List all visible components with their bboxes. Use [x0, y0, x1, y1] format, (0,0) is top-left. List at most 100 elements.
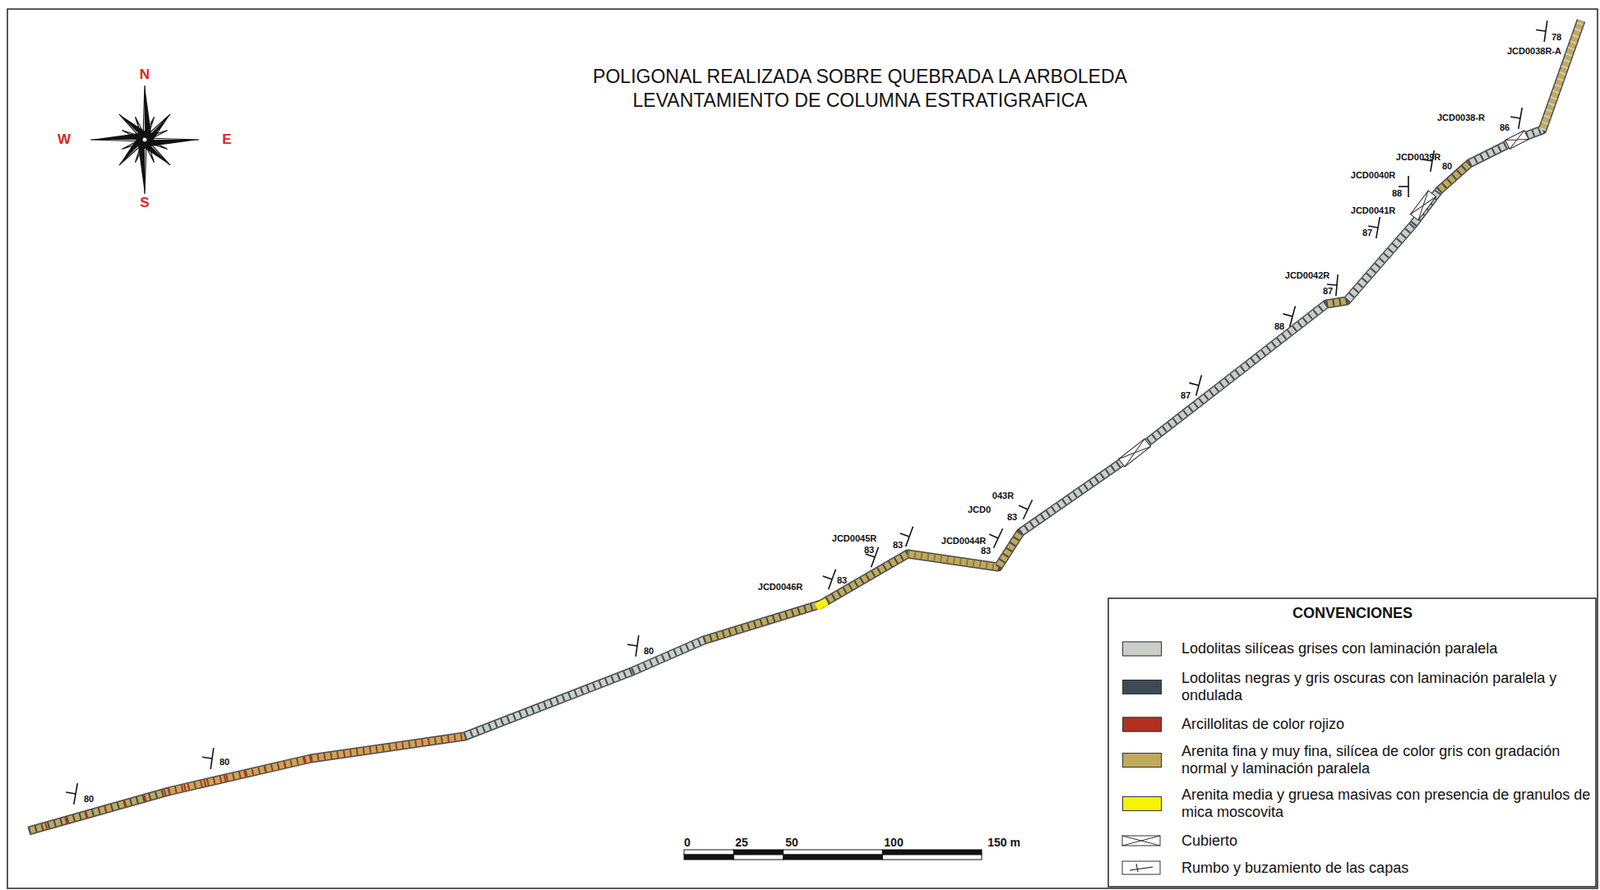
legend-entry: Rumbo y buzamiento de las capas: [1122, 860, 1591, 878]
dip-value: 83: [892, 540, 903, 551]
lithology-stripes: [703, 604, 822, 641]
strike-dip-symbol: [1508, 106, 1522, 130]
dip-value: 83: [836, 575, 847, 586]
red-stripes: [28, 758, 311, 832]
scale-segment: [684, 855, 734, 861]
legend-entry: Arenita fina y muy fina, silícea de colo…: [1122, 743, 1591, 778]
lithology-band: [1326, 300, 1347, 305]
covered-mark: [1119, 439, 1152, 468]
lithology-band: [28, 791, 169, 832]
compass-letter: N: [139, 66, 150, 84]
scale-number: 150 m: [987, 836, 1021, 850]
compass-rose: [90, 85, 199, 195]
covered-mark: [1505, 130, 1530, 149]
compass-point: [144, 139, 199, 148]
dip-value: 83: [980, 545, 991, 556]
compass-center: [142, 137, 148, 143]
lithology-band: [1020, 462, 1123, 533]
scale-number: 100: [883, 836, 903, 850]
lithology-band: [632, 640, 704, 672]
coarse-sandstone: [814, 598, 828, 611]
dip-value: 88: [1391, 188, 1402, 199]
legend-swatch: [1122, 716, 1162, 732]
strike-dip-symbol: [818, 566, 836, 591]
scale-number: 50: [785, 836, 799, 850]
legend-entry: Lodolitas negras y gris oscuras con lami…: [1122, 670, 1591, 705]
scale-bar: [684, 850, 982, 861]
scale-number: 0: [684, 836, 691, 850]
legend-box: [1108, 598, 1596, 888]
compass-letter: E: [221, 131, 232, 148]
lithology-band: [703, 604, 822, 641]
lithology-stripes: [998, 532, 1021, 568]
legend-text: Lodolitas silíceas grises con laminación…: [1181, 640, 1498, 658]
lithology-band: [464, 671, 633, 737]
legend-sample-space: [1122, 834, 1162, 848]
legend-text: Lodolitas negras y gris oscuras con lami…: [1181, 670, 1591, 705]
compass-point: [144, 85, 153, 140]
scale-segment: [684, 850, 734, 856]
sample-id: JCD0039R: [1396, 152, 1441, 162]
legend-entry: Arenita media y gruesa masivas con prese…: [1122, 786, 1591, 822]
compass-point: [137, 139, 145, 195]
sample-id: JCD0042R: [1285, 270, 1330, 281]
lithology-band: [1542, 20, 1582, 130]
lithology-stripes: [28, 791, 169, 832]
lithology-stripes: [1346, 224, 1414, 301]
scale-segment: [882, 855, 982, 861]
scale-number: 25: [735, 836, 749, 850]
strike-dip-symbol: [1534, 18, 1548, 42]
compass-star: [90, 85, 199, 195]
dip-value: 80: [83, 794, 94, 805]
lithology-stripes: [907, 554, 999, 568]
lithology-stripes: [1122, 304, 1327, 463]
covered-mark: [1410, 190, 1436, 221]
lithology-stripes: [632, 640, 704, 672]
legend-text: Arcillolitas de color rojizo: [1181, 716, 1345, 734]
lithology-band: [907, 554, 999, 568]
dip-value: 87: [1180, 390, 1191, 401]
legend-text: Cubierto: [1181, 832, 1238, 851]
compass-point: [90, 132, 145, 140]
legend-text: Arenita media y gruesa masivas con prese…: [1181, 786, 1591, 822]
legend-entry: Arcillolitas de color rojizo: [1122, 716, 1591, 734]
strike-dip-symbol: [64, 781, 78, 805]
map-title: POLIGONAL REALIZADA SOBRE QUEBRADA LA AR…: [547, 64, 1173, 113]
sample-id: 043R: [992, 490, 1014, 501]
legend-title: CONVENCIONES: [1292, 605, 1413, 623]
lithology-stripes: [1326, 300, 1347, 305]
legend-entry: Cubierto: [1122, 832, 1591, 851]
lithology-band: [1122, 304, 1327, 463]
dip-value: 78: [1551, 32, 1562, 42]
dip-value: 88: [1274, 321, 1285, 332]
compass-letter: S: [139, 194, 149, 212]
legend-swatch: [1122, 679, 1162, 695]
strike-dip-symbol: [200, 746, 214, 769]
sample-id: JCD0046R: [758, 582, 803, 592]
dip-value: 83: [1007, 512, 1018, 523]
legend-swatch: [1122, 796, 1162, 812]
sample-id: JCD0041R: [1350, 205, 1396, 216]
sample-id: JCD0040R: [1350, 170, 1396, 181]
dip-value: 87: [1322, 286, 1333, 296]
strike-dip-symbol: [861, 544, 879, 569]
scale-segment: [733, 855, 783, 861]
scale-segment: [783, 855, 884, 861]
lithology-stripes: [464, 671, 633, 737]
lithology-band: [310, 736, 465, 759]
lithology-stripes: [821, 554, 908, 605]
sample-id: JCD0: [967, 504, 991, 515]
legend-entry: Lodolitas silíceas grises con laminación…: [1122, 640, 1591, 658]
map-frame: [7, 9, 1598, 889]
sample-id: JCD0038R-A: [1507, 46, 1562, 56]
dip-value: 86: [1499, 122, 1510, 133]
sample-id: JCD0045R: [832, 533, 877, 544]
legend-sample-space: [1122, 861, 1162, 875]
strike-dip-symbol: [625, 633, 639, 657]
dip-value: 87: [1362, 227, 1373, 238]
legend-text: Rumbo y buzamiento de las capas: [1181, 860, 1409, 878]
dip-value: 83: [864, 545, 874, 555]
legend-symbol: [1122, 861, 1161, 875]
sample-id: JCD0038-R: [1437, 112, 1485, 123]
